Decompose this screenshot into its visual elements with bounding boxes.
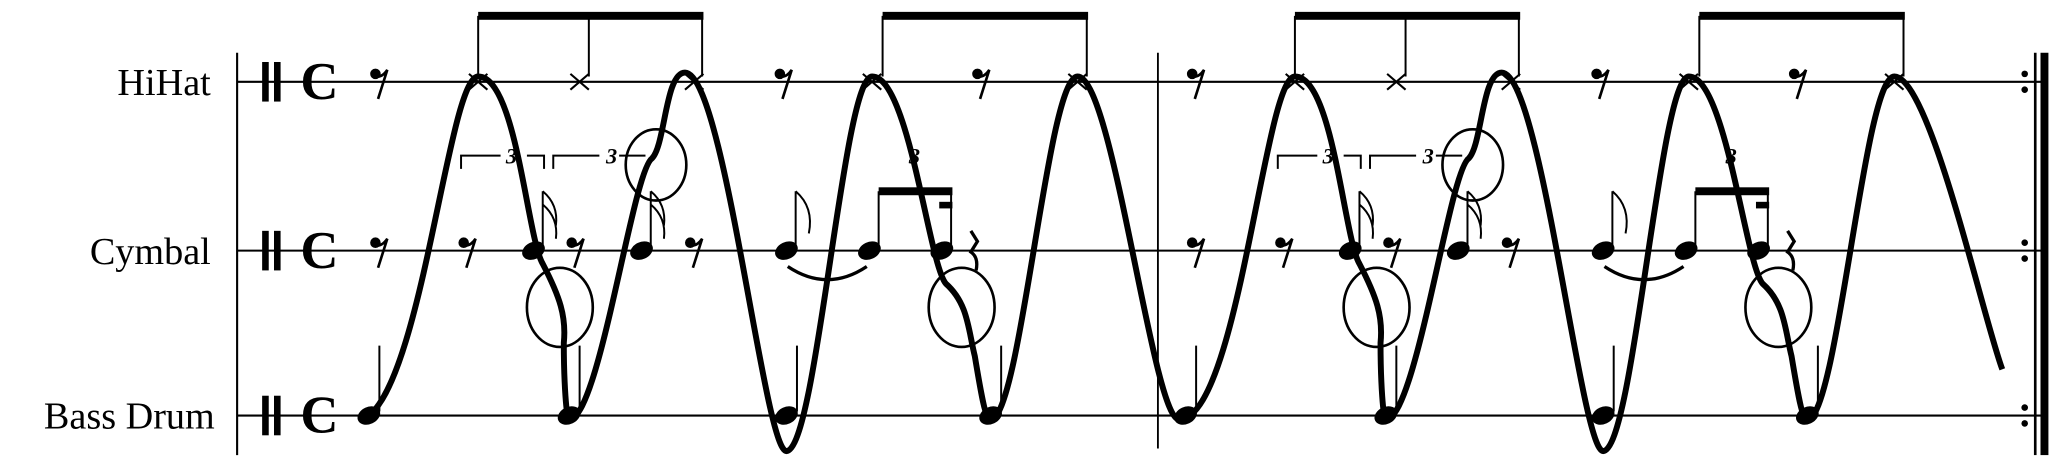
wave-curve (360, 69, 2006, 455)
staff-label-cymbal: Cymbal (90, 231, 211, 273)
tuplet-number: 3 (605, 144, 617, 169)
repeat-barline (2021, 52, 2049, 456)
annotation-circles (525, 127, 996, 349)
cymbal-notes (369, 154, 980, 282)
staff-label-hihat: HiHat (117, 62, 211, 104)
time-signature-cymbal: C (300, 222, 338, 280)
staff-label-bass-drum: Bass Drum (44, 396, 215, 438)
bass-drum-notes (354, 345, 1005, 429)
time-signature-bass-drum: C (300, 387, 338, 445)
hihat-notes (369, 11, 1089, 101)
percussion-clefs (262, 61, 281, 436)
time-signature-hihat: C (300, 53, 338, 111)
quarter-rest (968, 229, 980, 271)
measure-1: 3 3 3 (354, 11, 1089, 429)
tuplet-brackets (460, 154, 646, 169)
